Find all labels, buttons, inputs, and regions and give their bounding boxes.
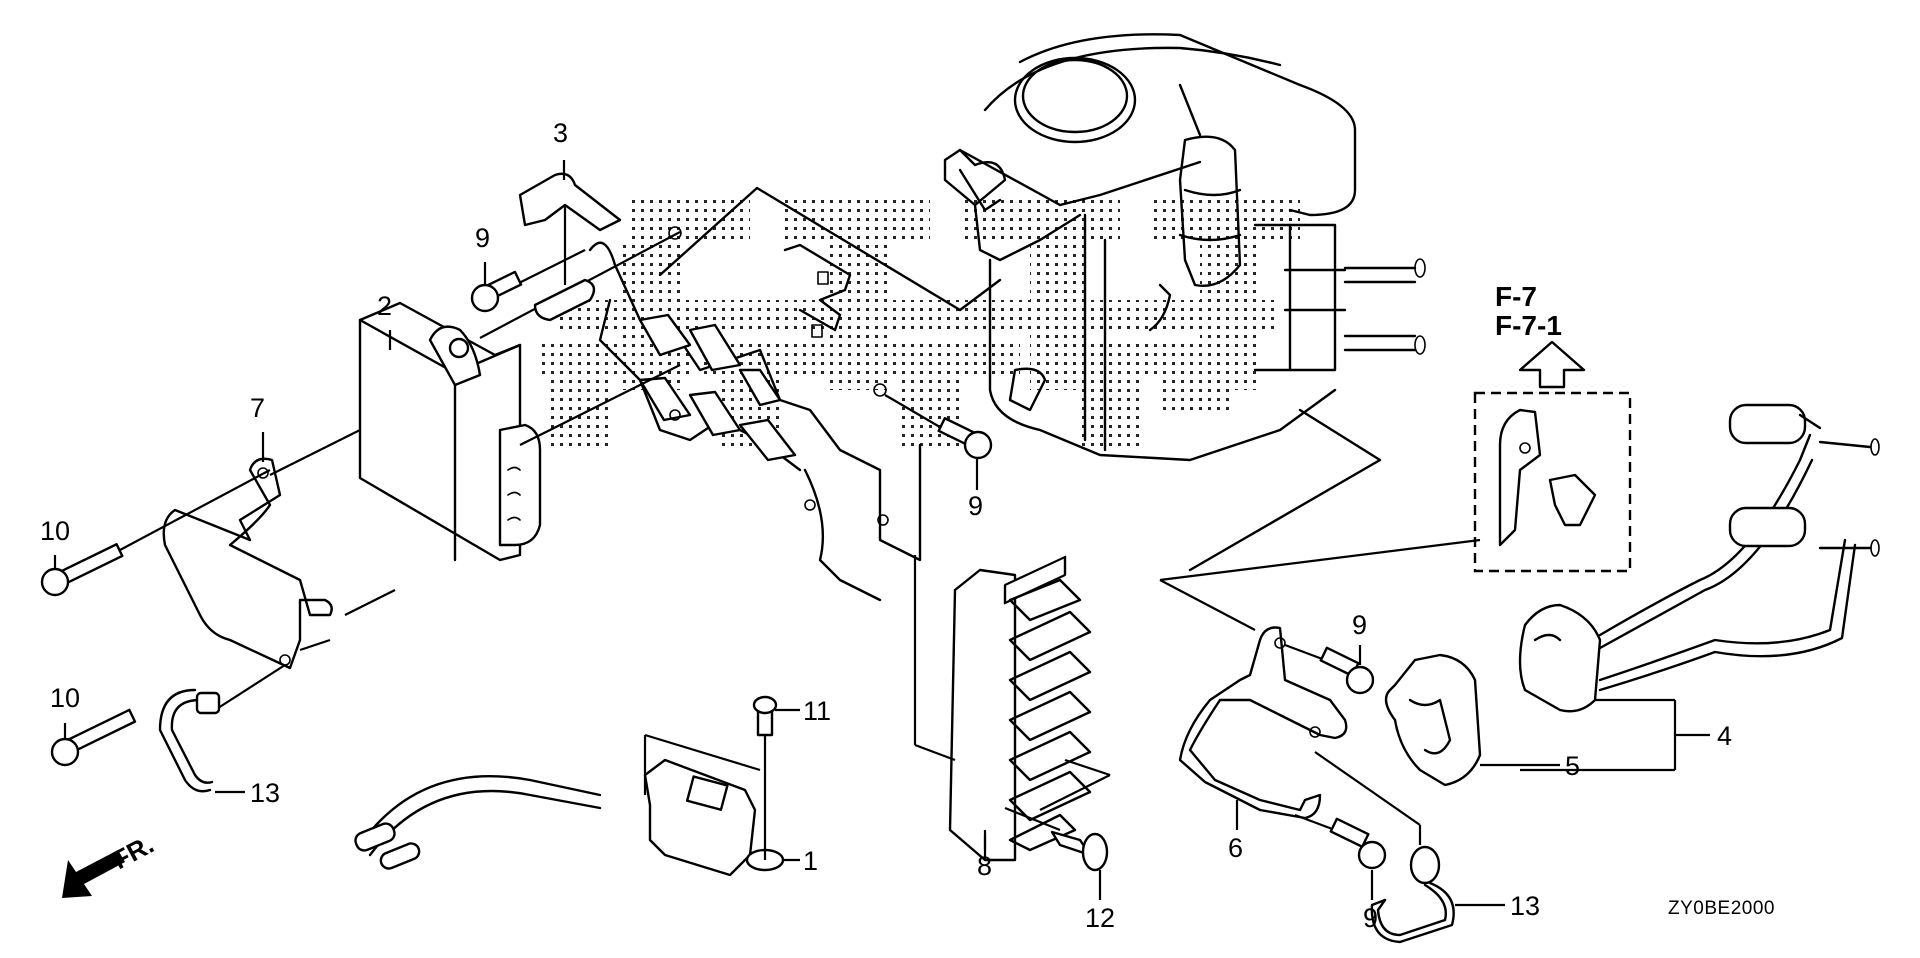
wire-clip-left-drawing [158,688,221,793]
callout-3[interactable]: 3 [553,118,569,148]
callout-7[interactable]: 7 [250,393,266,423]
callout-9-top[interactable]: 9 [475,223,491,253]
reference-box [1159,340,1632,582]
callout-4[interactable]: 4 [1717,721,1733,751]
callout-5[interactable]: 5 [1565,751,1581,781]
callout-8[interactable]: 8 [977,851,993,881]
push-clip-drawing [1004,806,1109,872]
front-direction-arrow-icon [62,850,125,898]
callout-10-lower[interactable]: 10 [50,683,81,713]
callout-1[interactable]: 1 [803,846,819,876]
bolt-mid-drawing [884,394,993,460]
bolts-right-drawing [1284,643,1387,870]
reference-label-group: F-7 F-7-1 [1495,282,1562,341]
mounting-plate-outline [588,186,1382,602]
callout-leaders [53,160,1560,907]
reference-link-f7[interactable]: F-7 [1495,281,1537,312]
control-unit-drawing [358,231,681,562]
unit-bracket-drawing [119,429,396,711]
regulator-drawing [913,555,1111,862]
callout-12[interactable]: 12 [1085,903,1116,933]
callout-9-right-bottom[interactable]: 9 [1363,903,1379,933]
wire-clip-right-drawing [1370,845,1455,944]
callout-9-mid[interactable]: 9 [968,491,984,521]
coil-cover-drawing [1384,653,1482,787]
reference-link-f7-1[interactable]: F-7-1 [1495,310,1562,342]
bolt-top-drawing [470,249,586,313]
callout-13-left[interactable]: 13 [250,778,281,808]
callout-13-right[interactable]: 13 [1510,891,1541,921]
callout-2[interactable]: 2 [377,291,393,321]
long-bolts-drawing [40,543,137,767]
watermark-dot-pattern [540,200,1300,450]
callout-10-upper[interactable]: 10 [40,516,71,546]
diagram-code: ZY0BE2000 [1668,898,1775,919]
coil-bracket-drawing [1159,579,1422,845]
callout-9-right-top[interactable]: 9 [1352,610,1368,640]
callout-6[interactable]: 6 [1228,833,1244,863]
ignition-coil-drawing [1518,403,1880,772]
callout-11[interactable]: 11 [803,696,832,726]
engine-body [943,33,1426,462]
bracket-clip-drawing [518,172,622,322]
pulser-drawing [354,695,785,877]
